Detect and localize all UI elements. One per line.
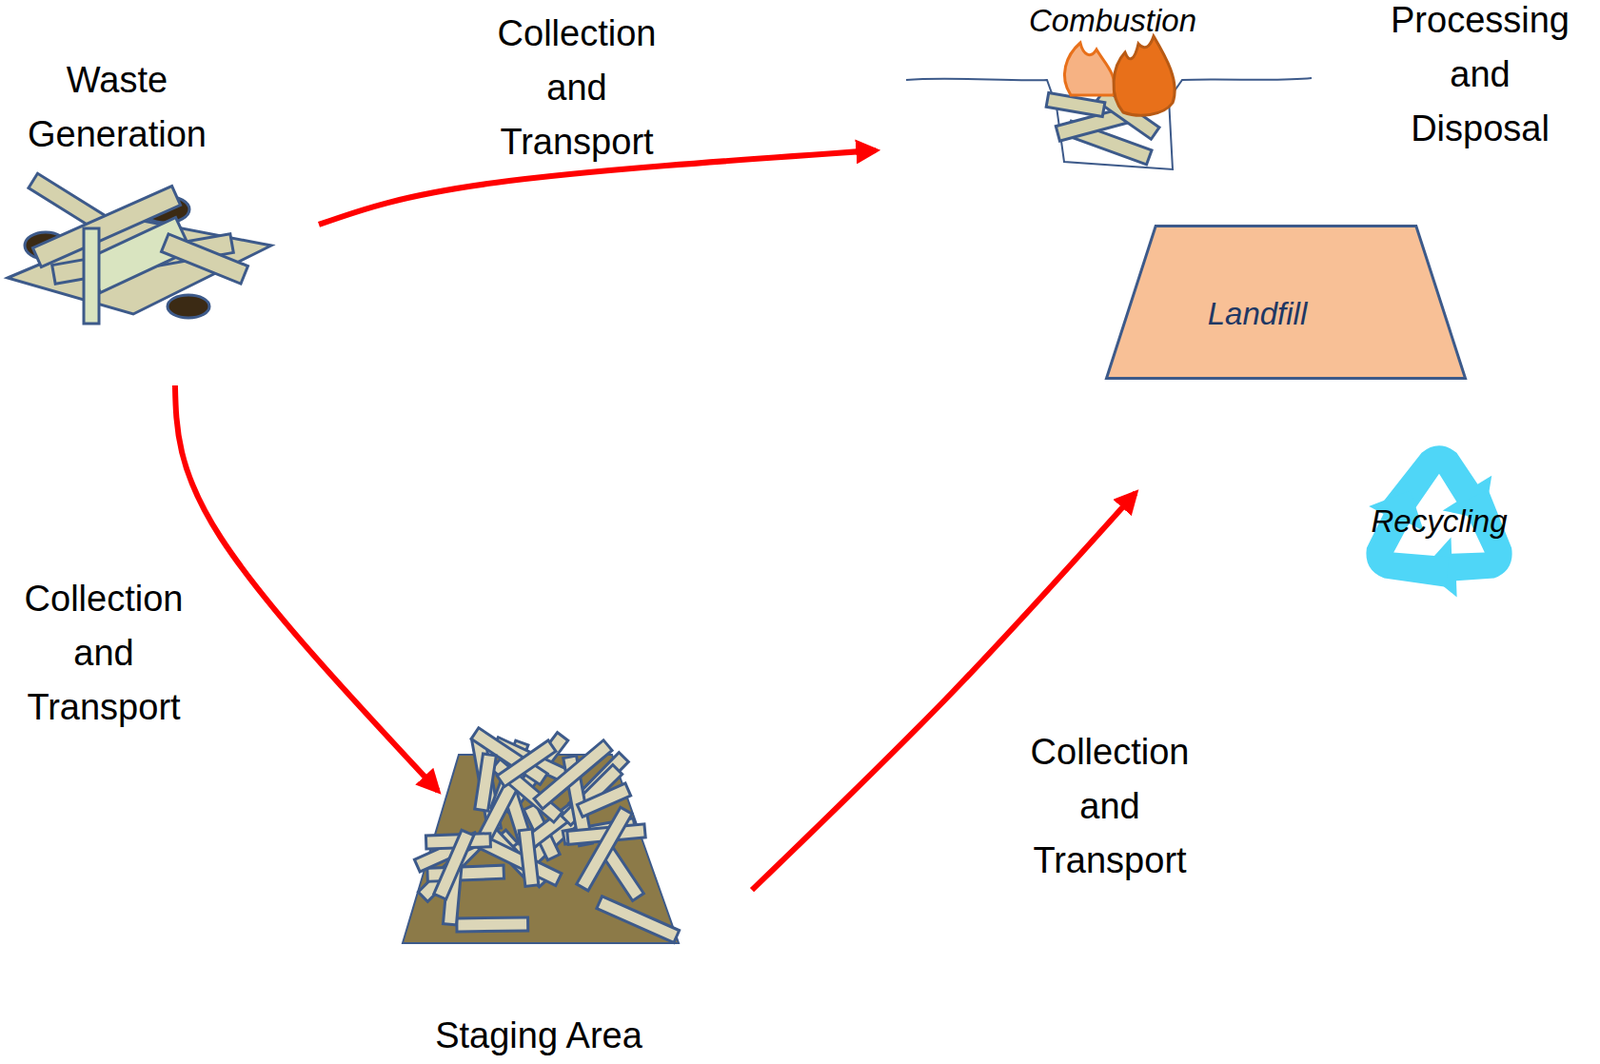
- flow-arrow: [318, 150, 876, 225]
- flow-arrow: [175, 385, 438, 791]
- edge-label: Collection and Transport: [476, 6, 677, 170]
- flow-arrow: [751, 493, 1136, 890]
- debris-disc: [167, 295, 210, 318]
- wood-plank: [596, 896, 680, 944]
- wood-plank: [576, 807, 633, 891]
- staging-pile: [402, 728, 680, 944]
- combustion-site: Combustion: [894, 0, 1324, 177]
- edge-label: Collection and Transport: [3, 572, 204, 735]
- node-label: Combustion: [1007, 1, 1218, 40]
- node-label: Recycling: [1351, 502, 1527, 541]
- wood-plank: [496, 740, 556, 788]
- wood-plank: [518, 829, 539, 887]
- wood-plank: [474, 753, 497, 811]
- combustion-pit: [906, 36, 1312, 170]
- edge-label: Collection and Transport: [1009, 725, 1210, 889]
- recycling-symbol: Recycling: [1351, 438, 1527, 614]
- wood-plank: [161, 234, 249, 284]
- landfill-trapezoid: [1106, 226, 1466, 379]
- staging-area: Staging Area: [399, 709, 686, 1062]
- wood-plank: [83, 228, 99, 324]
- node-label: Landfill: [1152, 295, 1363, 334]
- waste-pile: [7, 173, 272, 324]
- waste-source: Waste Generation: [0, 52, 319, 386]
- wood-plank: [434, 829, 475, 900]
- flame: [1064, 42, 1115, 96]
- wood-plank: [427, 865, 505, 882]
- node-label: Staging Area: [395, 1008, 682, 1064]
- group-heading: Processing and Disposal: [1378, 0, 1583, 157]
- recycling-arrow: [1419, 481, 1538, 613]
- flame: [1113, 36, 1175, 116]
- node-label: Waste Generation: [7, 53, 227, 162]
- wood-plank: [456, 917, 529, 932]
- landfill-trapezoid: Landfill: [1105, 224, 1467, 380]
